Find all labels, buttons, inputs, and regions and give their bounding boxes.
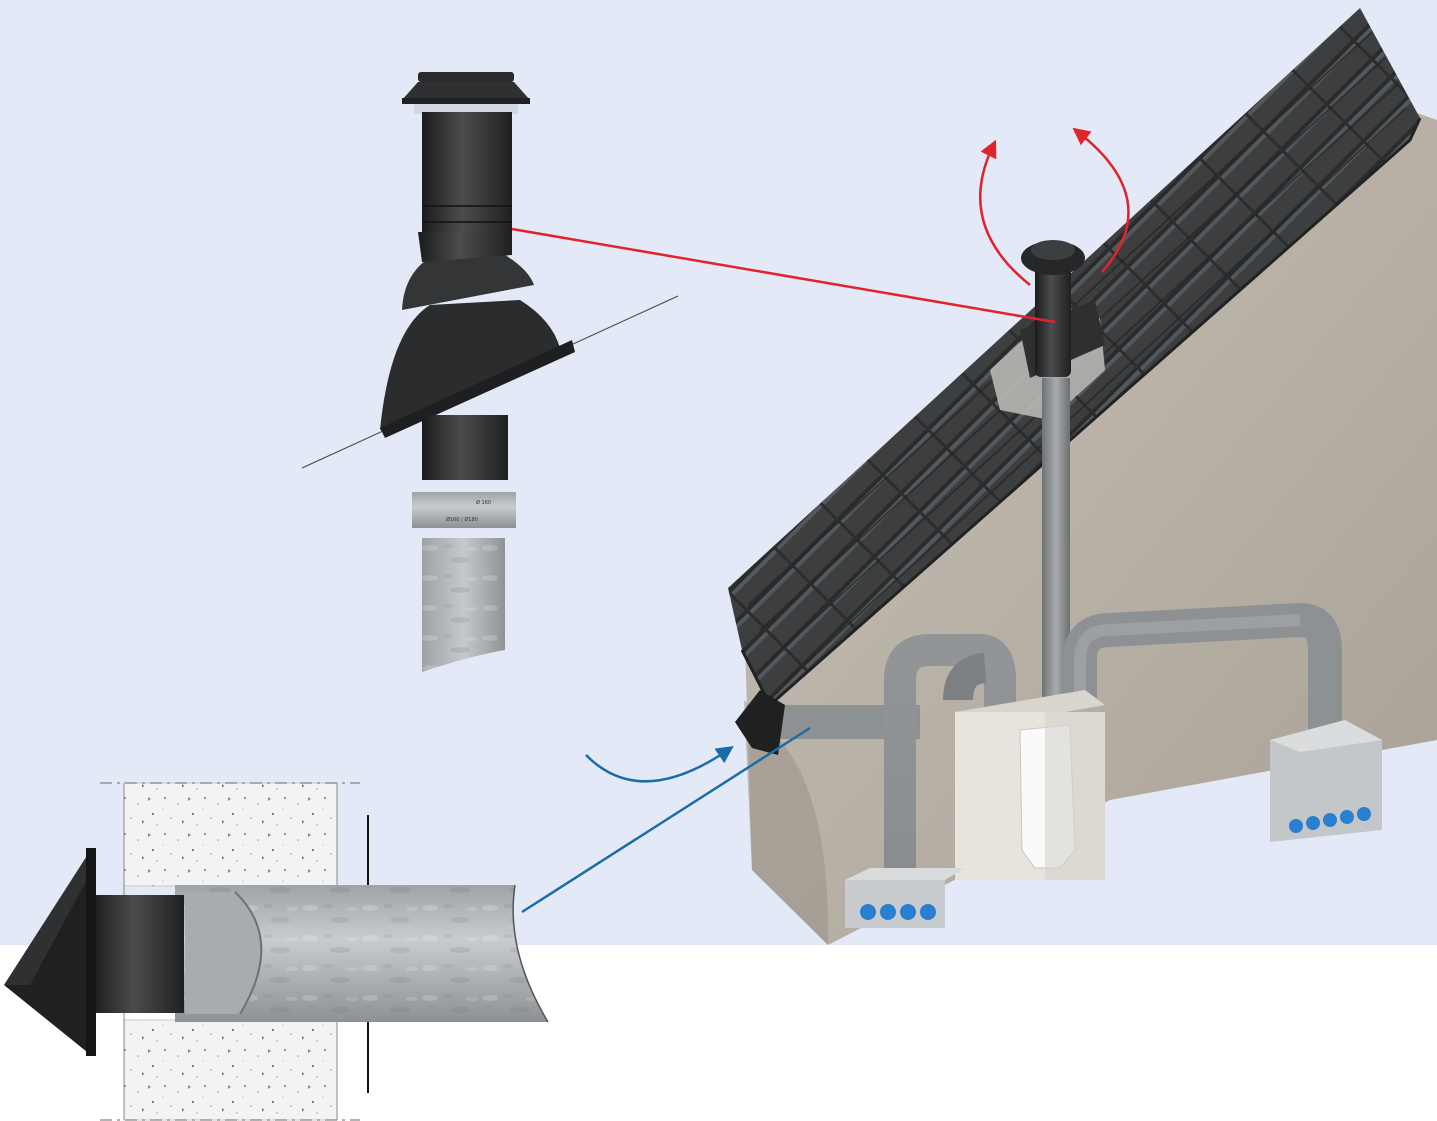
insulation-block-bottom bbox=[123, 1019, 338, 1121]
roof-terminal-leader-line bbox=[511, 227, 1056, 324]
distribution-box-right bbox=[1270, 720, 1382, 842]
connection-collar bbox=[412, 492, 516, 528]
exhaust-arrow-right bbox=[1072, 127, 1130, 273]
intake-arrow bbox=[585, 746, 734, 783]
roof-terminal-detail: Ø 160 Ø160 / Ø180 bbox=[301, 72, 679, 672]
installed-wall-terminal bbox=[735, 690, 785, 755]
installed-roof-terminal bbox=[1020, 240, 1105, 378]
distribution-box-left bbox=[845, 868, 965, 928]
house-cutaway bbox=[728, 8, 1437, 945]
wall-terminal-detail bbox=[4, 782, 549, 1121]
wall-terminal-leader-line bbox=[521, 726, 811, 914]
wall-curve-shadow bbox=[744, 700, 829, 945]
collar-label-top: Ø 160 bbox=[476, 499, 491, 506]
exhaust-arrow-left bbox=[979, 139, 1031, 286]
collar-label-bottom: Ø160 / Ø180 bbox=[446, 516, 478, 523]
insulation-block-top bbox=[123, 782, 338, 887]
duct-network bbox=[780, 602, 1342, 890]
roof-eave-edge bbox=[740, 117, 1422, 708]
ventilation-unit bbox=[955, 690, 1105, 880]
